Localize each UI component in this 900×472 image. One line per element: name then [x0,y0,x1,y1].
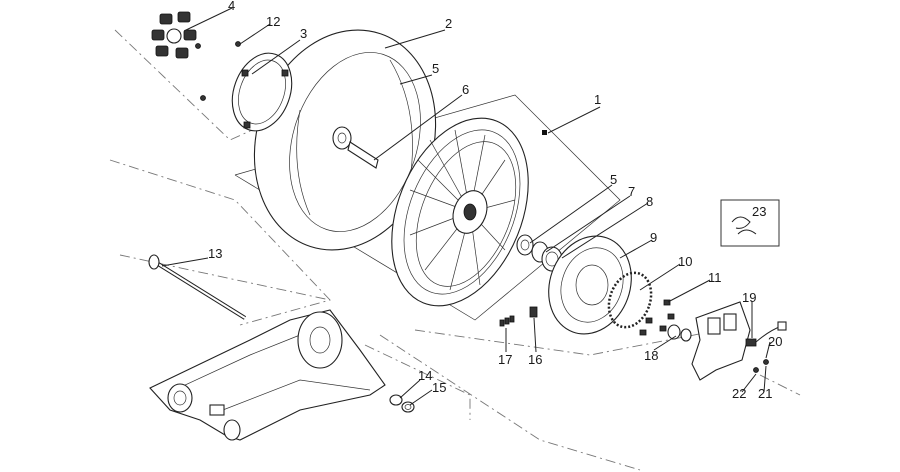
abs-tone-ring [607,271,653,329]
callout-14: 14 [418,368,432,383]
callout-6: 6 [462,82,469,97]
retaining-ring [231,52,293,132]
callout-20: 20 [768,334,782,349]
valve-and-weights [499,306,538,327]
callout-22: 22 [732,386,746,401]
leader-lines [161,7,771,406]
axle-nut-washer [389,394,415,413]
cush-drive-rubbers [151,11,197,59]
callout-17: 17 [498,352,512,367]
callout-23: 23 [752,204,766,219]
abs-sensor [745,321,787,373]
callout-labels: 1 2 3 4 5 5 6 7 8 9 10 11 12 13 14 15 16… [208,0,782,401]
wheel-rim [391,117,547,307]
callout-10: 10 [678,254,692,269]
axle-sleeve [332,126,379,169]
callout-9: 9 [650,230,657,245]
axle-shaft [148,254,247,320]
callout-8: 8 [646,194,653,209]
callout-16: 16 [528,352,542,367]
callout-18: 18 [644,348,658,363]
disc-bolts [639,299,692,342]
callout-11: 11 [708,270,722,285]
callout-1: 1 [594,92,601,107]
callout-5-top: 5 [432,61,439,76]
callout-7: 7 [628,184,635,199]
callout-5-bottom: 5 [610,172,617,187]
swingarm [149,309,386,441]
callout-13: 13 [208,246,222,261]
brake-disc [548,235,632,335]
reference-square [542,130,547,135]
callout-4: 4 [228,0,235,13]
callout-21: 21 [758,386,772,401]
clip-inset [720,199,780,247]
callout-3: 3 [300,26,307,41]
callout-15: 15 [432,380,446,395]
callout-2: 2 [445,16,452,31]
brake-caliper [691,301,751,381]
callout-12: 12 [266,14,280,29]
screw-12 [195,41,241,101]
callout-19: 19 [742,290,756,305]
